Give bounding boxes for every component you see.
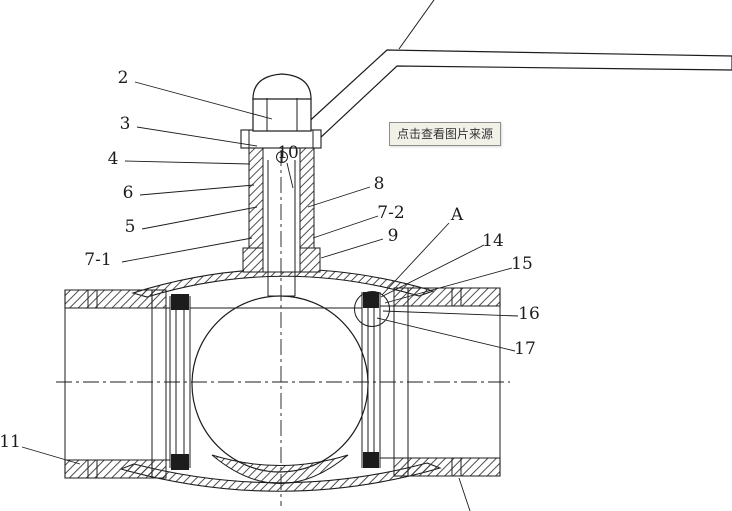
detail-circle-a: [354, 291, 390, 327]
callout-label-9: 9: [388, 226, 399, 246]
cap-nut-facet-lines: [266, 98, 298, 131]
cap-nut-dome: [252, 73, 312, 100]
left-body-ring-lines: [151, 308, 167, 460]
ball: [191, 295, 369, 473]
left-pipe-walls-section: [64, 289, 153, 479]
callout-label-6: 6: [123, 183, 134, 203]
right-seat-ring: [361, 292, 381, 468]
left-body-ring-section: [151, 289, 167, 479]
callout-label-7-1: 7-1: [84, 250, 111, 270]
handle-lever[interactable]: [302, 49, 732, 140]
valve-stem-lines: [243, 148, 320, 297]
callout-label-16: 16: [518, 304, 540, 324]
callout-label-17: 17: [514, 339, 536, 359]
callout-label-14: 14: [482, 231, 504, 251]
right-seat-lines: [361, 292, 381, 468]
callout-label-3: 3: [120, 114, 131, 134]
callout-label-8: 8: [374, 174, 385, 194]
callout-label-5: 5: [125, 217, 136, 237]
callout-label-a: A: [450, 205, 464, 225]
callout-label-4: 4: [108, 149, 119, 169]
callout-label-7-2: 7-2: [377, 203, 404, 223]
right-seat-top-seal: [363, 292, 379, 308]
image-source-tooltip[interactable]: 点击查看图片来源: [389, 122, 502, 146]
callout-labels: 2 3 4 6 5 7-1 10 8 7-2 9 A 14 15 16 17 1…: [0, 68, 540, 452]
stem-cap-nut: [252, 73, 312, 132]
body-top-dome-section: [131, 268, 435, 298]
callout-label-10: 10: [277, 143, 299, 163]
callout-leader-lines: [21, 81, 519, 511]
callout-label-15: 15: [511, 254, 533, 274]
callout-label-2: 2: [118, 68, 129, 88]
cap-nut-hex-body: [252, 97, 312, 132]
callout-label-11: 11: [0, 432, 21, 452]
left-pipe-lines: [64, 290, 170, 478]
left-pipe-end: [64, 289, 170, 479]
body-bottom-crescent-section: [211, 454, 349, 484]
vent-screw: [276, 151, 288, 163]
handle-cut-leader-line: [398, 0, 435, 50]
right-seat-bottom-seal: [363, 452, 379, 468]
left-seat-top-seal: [171, 294, 189, 310]
left-seat-bottom-seal: [171, 454, 189, 470]
